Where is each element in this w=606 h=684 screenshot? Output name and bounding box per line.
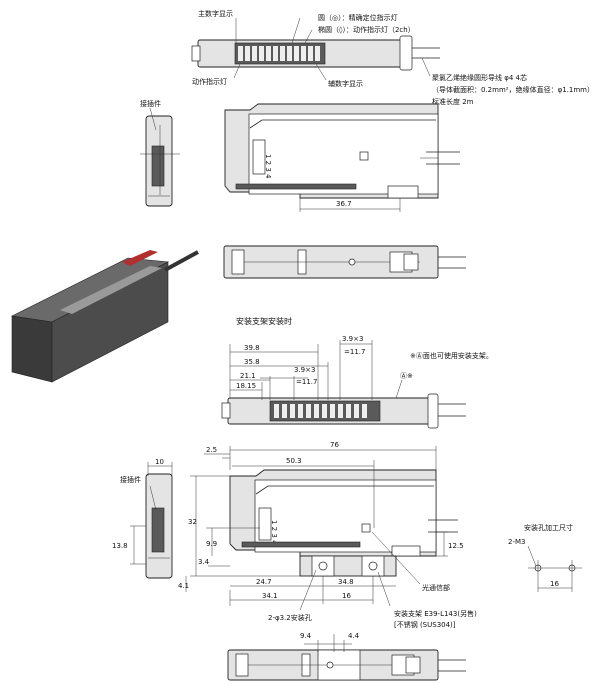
dim-34-1: 34.1 — [262, 592, 278, 600]
cable-spec-line2: （导体截面积：0.2mm²，绝缘体直径：φ1.1mm） — [432, 85, 594, 94]
note-a: ※Ⓐ面也可使用安装支架。 — [410, 351, 493, 360]
dim-3-4: 3.4 — [198, 558, 210, 566]
dim-18-15: 18.15 — [236, 382, 256, 390]
bracket-spec-line2: [不锈钢 (SUS304)] — [394, 620, 456, 629]
bracket-mount-title: 安装支架安装时 — [236, 316, 292, 326]
dim-12-5: 12.5 — [448, 542, 464, 550]
end-view-bottom: 10 13.8 接插件 — [112, 458, 173, 579]
product-photo — [11, 250, 199, 383]
m3-label: 2-M3 — [508, 538, 525, 546]
end-view-top: 接插件 — [140, 99, 180, 207]
dim-10: 10 — [155, 458, 164, 466]
dim-21-1: 21.1 — [240, 372, 256, 380]
circle-indicator-label: 圆（◎）：精确定位指示灯 — [318, 13, 398, 22]
action-indicator-label: 动作指示灯 — [192, 77, 227, 86]
cable-spec-line1: 聚氯乙烯绝缘圆形导线 φ4 4芯 — [432, 73, 527, 82]
dim-16-bracket: 16 — [342, 592, 351, 600]
led-digits-bottom: 1 2 3 4 — [270, 520, 278, 545]
dim-2-5: 2.5 — [206, 446, 217, 454]
dim-4-1: 4.1 — [178, 582, 189, 590]
dim-11-7-upper: =11.7 — [344, 348, 365, 356]
dim-36-7: 36.7 — [336, 200, 352, 208]
dim-9-9: 9.9 — [206, 540, 217, 548]
dim-76: 76 — [330, 441, 339, 449]
top-view-digits — [234, 42, 326, 65]
dim-11-7-lower: =11.7 — [296, 378, 317, 386]
bottom-view-bottom: 9.4 4.4 — [227, 632, 466, 681]
side-view-top: 1 2 3 4 36.7 — [224, 103, 460, 212]
dim-24-7: 24.7 — [256, 578, 272, 586]
cable-spec-line3: 标准长度 2m — [432, 97, 474, 106]
dim-16-holes: 16 — [550, 580, 559, 588]
dim-3-9x3-upper: 3.9×3 — [342, 335, 363, 343]
light-part-label: 光通信部 — [422, 583, 450, 592]
dim-35-8: 35.8 — [244, 358, 260, 366]
dim-39-8: 39.8 — [244, 344, 260, 352]
bottom-view-top — [223, 245, 466, 279]
dim-34-8: 34.8 — [338, 578, 354, 586]
connector-label-bottom: 接插件 — [120, 475, 141, 484]
dim-9-4: 9.4 — [300, 632, 312, 640]
dim-4-4: 4.4 — [348, 632, 360, 640]
mark-a: Ⓐ※ — [400, 372, 413, 380]
mount-holes-label: 2-φ3.2安装孔 — [268, 613, 312, 622]
bracket-top-view: 39.8 35.8 21.1 18.15 3.9×3 =11.7 3.9×3 =… — [221, 335, 493, 429]
dim-50-3: 50.3 — [286, 457, 302, 465]
dim-3-9x3-lower: 3.9×3 — [294, 366, 315, 374]
side-view-bottom: 1 2 3 4 2.5 76 50.3 32 9.9 3.4 4.1 — [178, 441, 477, 629]
led-digits-top: 1 2 3 4 — [264, 154, 272, 179]
mounting-hole-drawing: 安装孔加工尺寸 2-M3 16 — [508, 523, 582, 592]
bracket-spec-line1: 安装支架 E39-L143(另售) — [394, 609, 477, 618]
connector-label-top: 接插件 — [140, 99, 161, 108]
ellipse-indicator-label: 椭圆（◊）：动作指示灯（2ch） — [318, 25, 415, 34]
dim-13-8: 13.8 — [112, 542, 128, 550]
main-digital-display-label: 主数字显示 — [198, 9, 233, 18]
sub-digital-display-label: 辅数字显示 — [328, 79, 363, 88]
top-view: 主数字显示 圆（◎）：精确定位指示灯 椭圆（◊）：动作指示灯（2ch） 动作指示… — [191, 9, 594, 106]
mount-hole-title: 安装孔加工尺寸 — [524, 523, 573, 532]
dim-32: 32 — [188, 518, 197, 526]
